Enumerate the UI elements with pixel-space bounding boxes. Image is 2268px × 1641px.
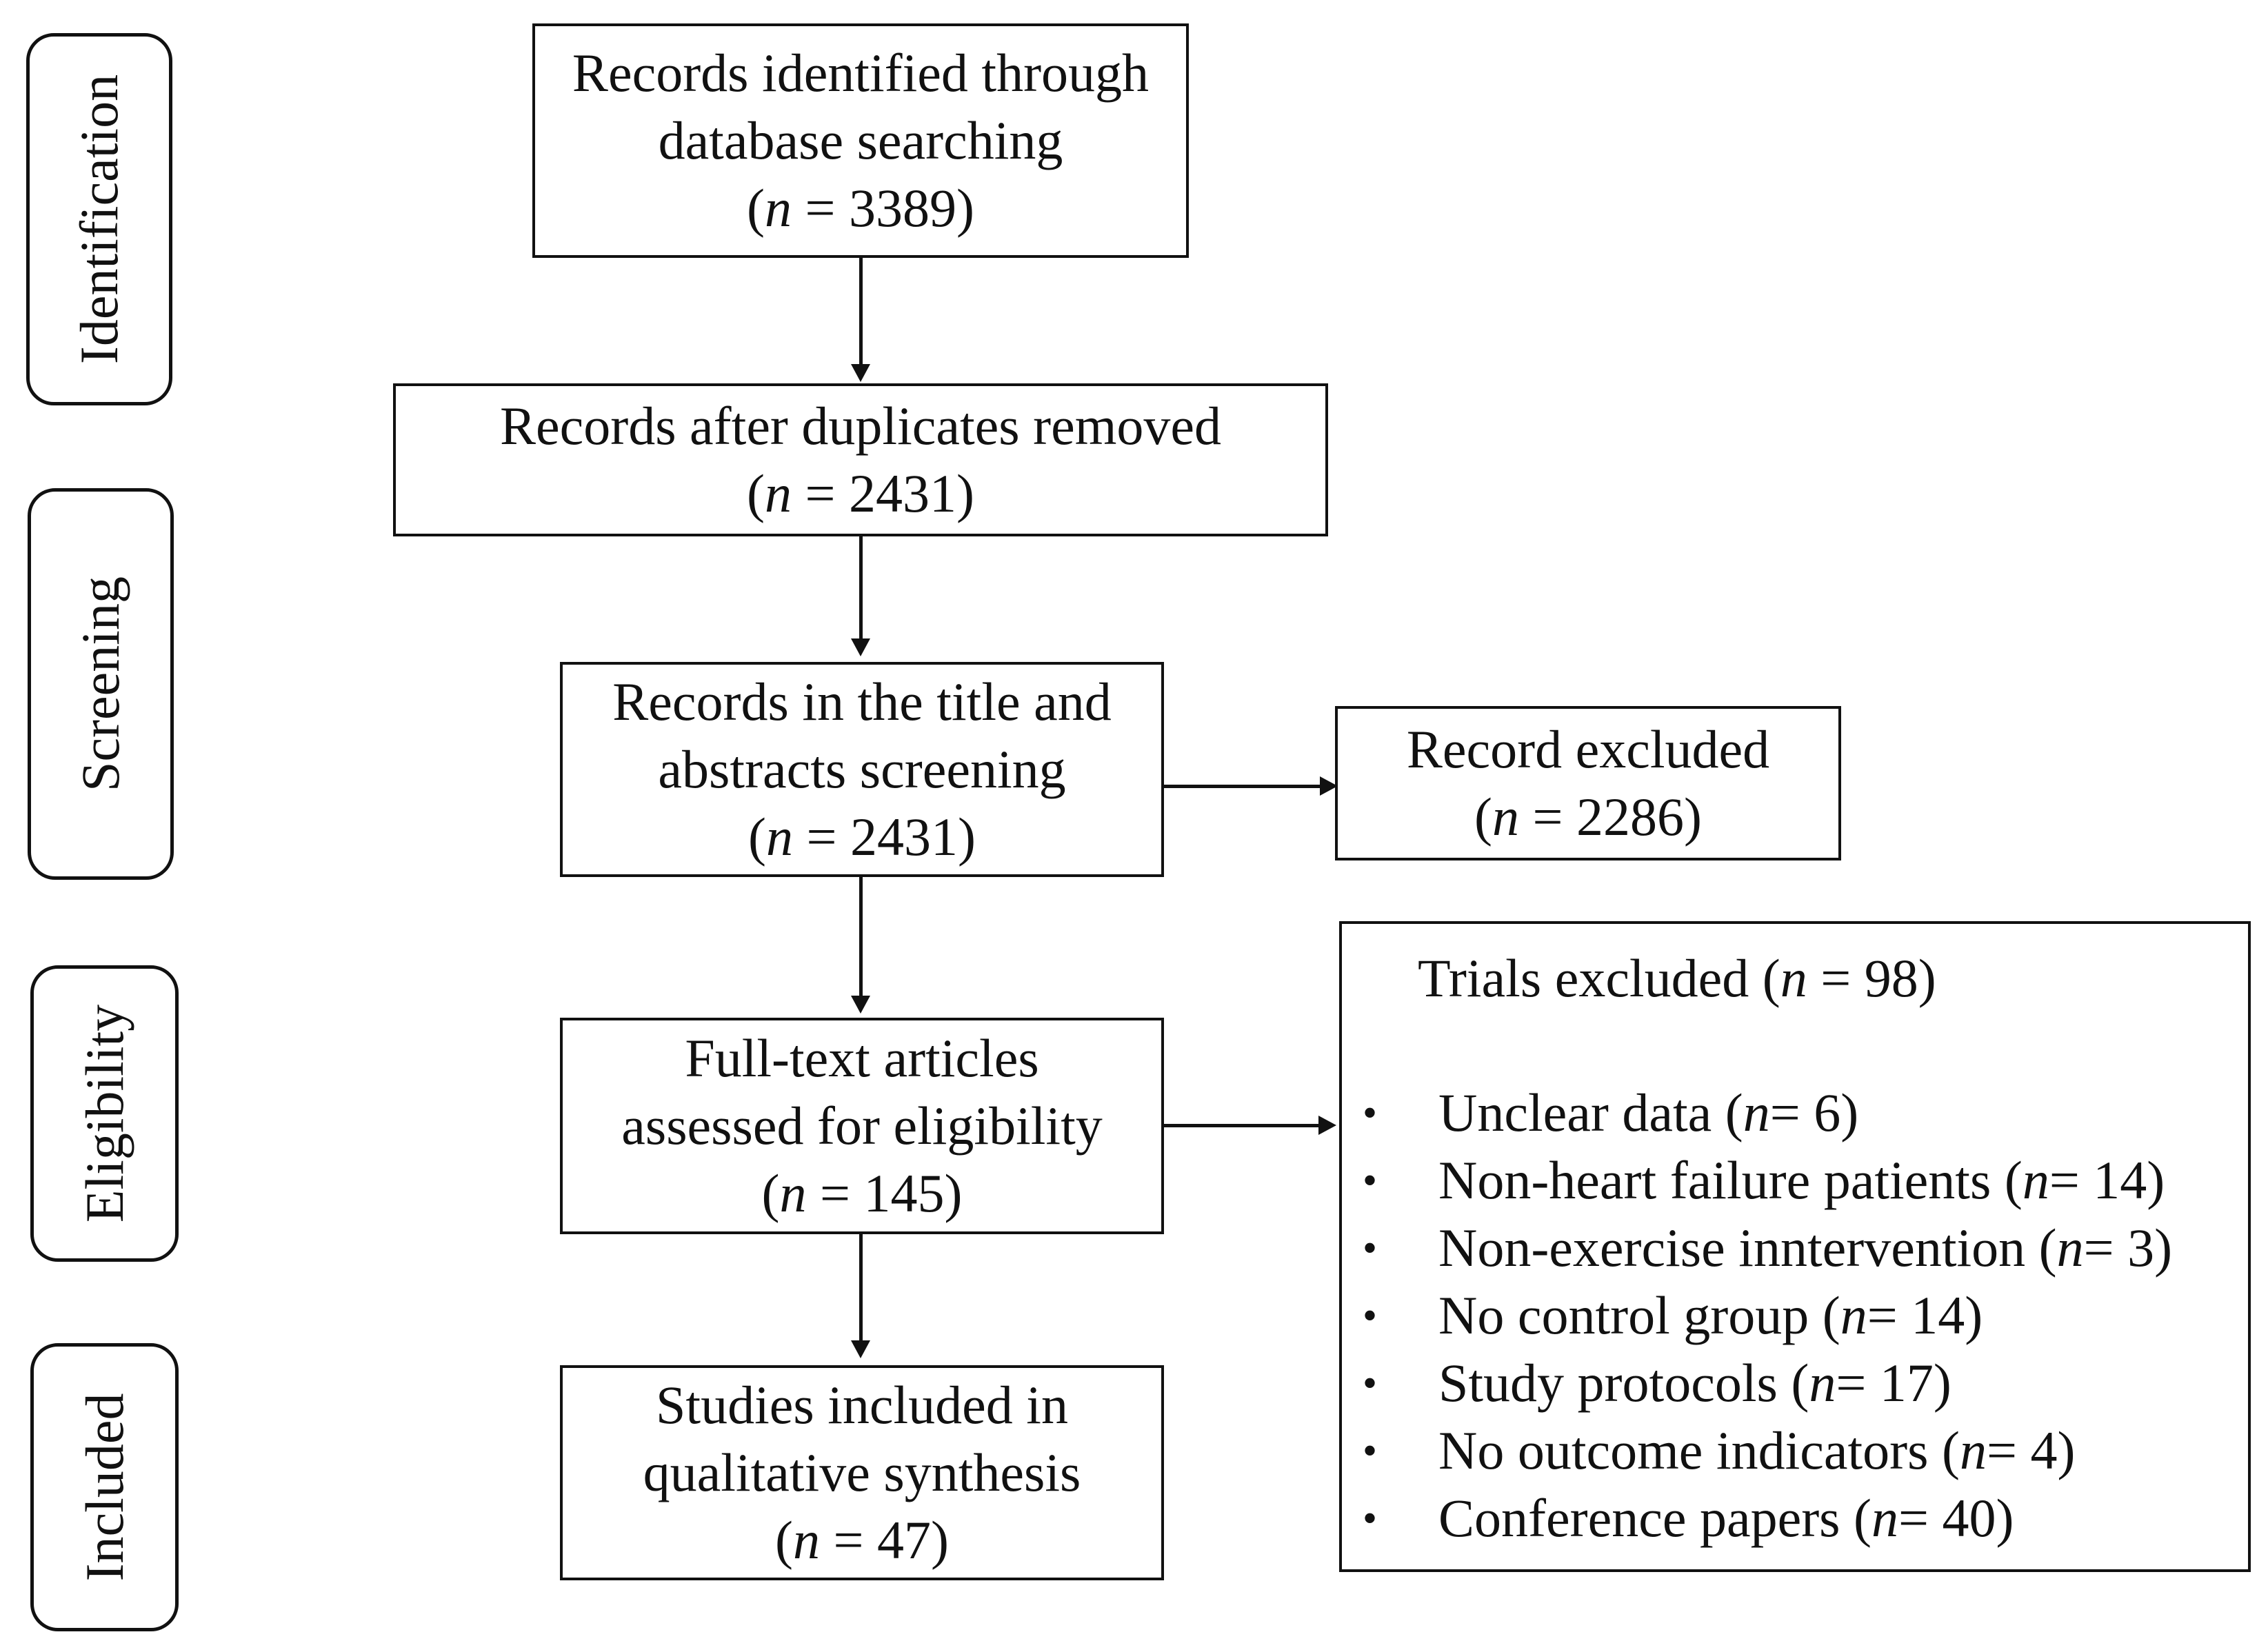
arrow-head [1318, 1116, 1336, 1135]
box-records-screened-line2: abstracts screening [658, 739, 1066, 799]
bullet-icon: • [1363, 1360, 1378, 1406]
arrow-fulltext-to-trials-excluded [1164, 1124, 1320, 1127]
box-records-identified: Records identified through database sear… [532, 23, 1189, 258]
arrow-head [851, 1340, 870, 1358]
box-studies-included: Studies included in qualitative synthesi… [560, 1365, 1164, 1580]
box-records-deduplicated: Records after duplicates removed (n = 24… [393, 383, 1328, 536]
bullet-icon: • [1363, 1158, 1378, 1203]
arrow-head [851, 996, 870, 1014]
arrow-head [851, 638, 870, 656]
stage-eligibility: Eligibility [30, 965, 179, 1262]
box-fulltext-assessed-count: (n = 145) [761, 1163, 963, 1223]
arrow-screened-to-excluded [1164, 785, 1321, 788]
arrow-screened-to-fulltext [859, 877, 863, 997]
box-records-deduplicated-count: (n = 2431) [747, 463, 974, 523]
box-records-screened-count: (n = 2431) [748, 807, 976, 867]
trials-excluded-title: Trials excluded (n = 98) [1418, 948, 1936, 1008]
list-item: • Non-heart failure patients (n = 14) [1363, 1147, 2172, 1214]
stage-identification: Identification [26, 33, 172, 405]
box-records-screened-line1: Records in the title and [612, 672, 1112, 732]
trials-excluded-list: • Unclear data (n = 6) • Non-heart failu… [1363, 1079, 2172, 1552]
arrow-identified-to-deduplicated [859, 258, 863, 365]
bullet-icon: • [1363, 1496, 1378, 1541]
stage-included-label: Included [74, 1393, 134, 1582]
stage-screening: Screening [28, 488, 174, 880]
list-item: • No outcome indicators (n = 4) [1363, 1417, 2172, 1484]
arrow-head [851, 364, 870, 382]
box-record-excluded: Record excluded (n = 2286) [1335, 706, 1841, 860]
bullet-icon: • [1363, 1428, 1378, 1473]
box-fulltext-assessed-line1: Full-text articles [685, 1028, 1039, 1088]
box-records-identified-line2: database searching [658, 110, 1063, 170]
arrow-head [1320, 776, 1338, 796]
stage-identification-label: Identification [69, 74, 129, 365]
box-studies-included-line1: Studies included in [656, 1375, 1068, 1435]
box-record-excluded-count: (n = 2286) [1474, 787, 1702, 847]
box-studies-included-line2: qualitative synthesis [643, 1442, 1081, 1502]
list-item: • No control group (n = 14) [1363, 1282, 2172, 1349]
box-studies-included-count: (n = 47) [775, 1510, 949, 1570]
box-record-excluded-line1: Record excluded [1406, 719, 1770, 779]
bullet-icon: • [1363, 1293, 1378, 1338]
arrow-fulltext-to-included [859, 1234, 863, 1342]
list-item: • Study protocols (n = 17) [1363, 1349, 2172, 1417]
box-trials-excluded: Trials excluded (n = 98) • Unclear data … [1339, 921, 2251, 1572]
stage-included: Included [30, 1343, 179, 1631]
box-records-deduplicated-line1: Records after duplicates removed [499, 396, 1222, 456]
list-item: • Unclear data (n = 6) [1363, 1079, 2172, 1147]
stage-eligibility-label: Eligibility [74, 1004, 134, 1223]
bullet-icon: • [1363, 1225, 1378, 1271]
box-fulltext-assessed-line2: assessed for eligibility [621, 1096, 1103, 1156]
arrow-deduplicated-to-screened [859, 536, 863, 640]
box-records-identified-line1: Records identified through [572, 43, 1150, 103]
list-item: • Conference papers (n = 40) [1363, 1484, 2172, 1552]
stage-screening-label: Screening [70, 576, 130, 792]
box-fulltext-assessed: Full-text articles assessed for eligibil… [560, 1018, 1164, 1234]
bullet-icon: • [1363, 1090, 1378, 1136]
box-records-screened: Records in the title and abstracts scree… [560, 662, 1164, 877]
box-records-identified-count: (n = 3389) [747, 178, 974, 238]
list-item: • Non-exercise inntervention (n = 3) [1363, 1214, 2172, 1282]
